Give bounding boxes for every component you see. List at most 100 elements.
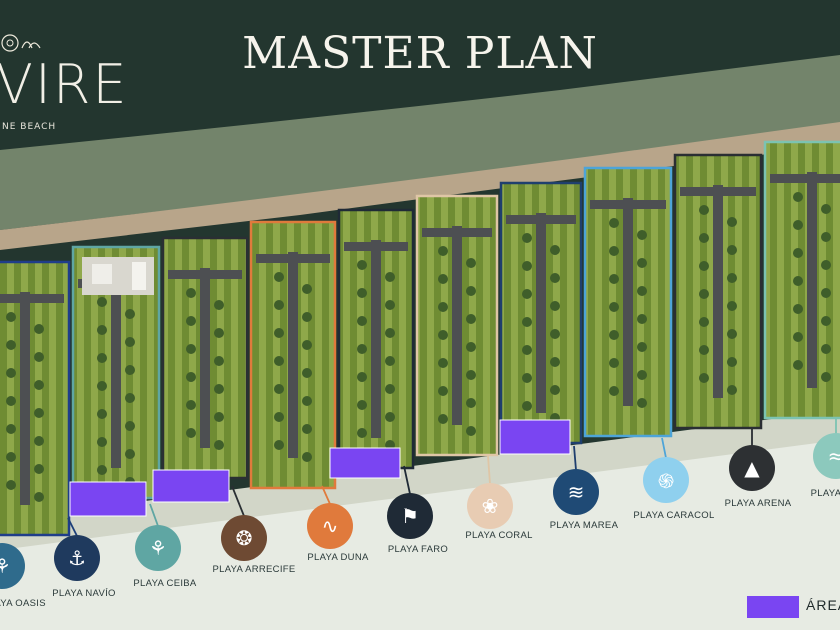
- common-area: [69, 481, 147, 517]
- coral-icon: ❂: [235, 526, 253, 550]
- pin-line: [231, 485, 245, 517]
- tree: [125, 393, 135, 403]
- pin-label-extra: PLAYA: [810, 488, 840, 499]
- tree: [821, 232, 831, 242]
- club-building: [132, 262, 146, 290]
- tree: [438, 246, 448, 256]
- road: [168, 270, 242, 279]
- plot-border: [415, 194, 499, 457]
- tree: [274, 272, 284, 282]
- tree: [6, 312, 16, 322]
- road: [422, 228, 492, 237]
- logo-emblem-icon: [1, 34, 41, 52]
- tree: [186, 316, 196, 326]
- land-plot: [583, 166, 673, 438]
- common-area: [329, 447, 401, 479]
- pin-ceiba[interactable]: ⚘: [135, 525, 181, 571]
- tree: [6, 340, 16, 350]
- tree: [274, 384, 284, 394]
- tree: [699, 317, 709, 327]
- pin-label-faro: PLAYA FARO: [387, 544, 449, 555]
- tree: [637, 370, 647, 380]
- tree: [385, 272, 395, 282]
- common-area: [152, 469, 230, 503]
- tree: [438, 414, 448, 424]
- tree: [522, 289, 532, 299]
- page-title: MASTER PLAN: [242, 28, 598, 79]
- tree: [466, 342, 476, 352]
- pin-label-caracol: PLAYA CARACOL: [633, 510, 715, 521]
- pin-navio[interactable]: ⚓: [54, 535, 100, 581]
- shallow-water: [0, 55, 840, 230]
- tree: [125, 421, 135, 431]
- pin-faro[interactable]: ⚑: [387, 493, 433, 539]
- plot-border: [673, 153, 763, 430]
- legend-swatch-common-area: [747, 596, 799, 618]
- tree: [609, 246, 619, 256]
- tree: [97, 437, 107, 447]
- seaweed-icon: ❀: [481, 494, 499, 518]
- tree: [438, 386, 448, 396]
- land-plot: [337, 208, 415, 470]
- tree: [6, 452, 16, 462]
- tree: [385, 384, 395, 394]
- tree: [522, 233, 532, 243]
- road: [288, 252, 298, 458]
- tree: [385, 328, 395, 338]
- tree: [727, 245, 737, 255]
- tree: [793, 276, 803, 286]
- anchor-icon: ⚓: [68, 546, 86, 570]
- tree: [186, 428, 196, 438]
- pin-caracol[interactable]: ֍: [643, 457, 689, 503]
- tree: [550, 357, 560, 367]
- tree: [302, 312, 312, 322]
- lighthouse-icon: ⚑: [401, 504, 419, 528]
- pin-marea[interactable]: ≋: [553, 469, 599, 515]
- pin-line: [403, 465, 411, 495]
- pin-line: [321, 485, 331, 505]
- tree: [793, 220, 803, 230]
- tree: [821, 260, 831, 270]
- pin-duna[interactable]: ∿: [307, 503, 353, 549]
- tree: [302, 368, 312, 378]
- pin-coral[interactable]: ❀: [467, 483, 513, 529]
- tree: [466, 258, 476, 268]
- plot-border: [249, 220, 337, 490]
- road: [344, 242, 408, 251]
- logo-subtitle: NE BEACH: [2, 122, 57, 132]
- tree: [550, 301, 560, 311]
- pin-label-arena: PLAYA ARENA: [724, 498, 792, 509]
- tree: [637, 286, 647, 296]
- tree: [699, 261, 709, 271]
- pin-arrecife[interactable]: ❂: [221, 515, 267, 561]
- tree: [385, 300, 395, 310]
- tree: [522, 401, 532, 411]
- tree: [637, 258, 647, 268]
- tree: [438, 274, 448, 284]
- pin-line: [661, 437, 667, 459]
- road: [452, 226, 462, 425]
- road: [590, 200, 666, 209]
- road: [680, 187, 756, 196]
- tree: [6, 424, 16, 434]
- land-plot: [0, 260, 71, 537]
- tree: [699, 373, 709, 383]
- plot-border: [0, 260, 71, 537]
- tree-icon: ⚘: [149, 536, 167, 560]
- tree: [186, 344, 196, 354]
- tree: [438, 358, 448, 368]
- pin-arena[interactable]: ▲: [729, 445, 775, 491]
- tree: [214, 384, 224, 394]
- tree: [34, 436, 44, 446]
- tree: [6, 368, 16, 378]
- road: [536, 213, 546, 413]
- wave-icon: ≋: [567, 480, 585, 504]
- tree: [385, 356, 395, 366]
- tree: [609, 302, 619, 312]
- land-plot: [763, 140, 840, 420]
- tree: [609, 274, 619, 284]
- tree: [125, 365, 135, 375]
- shoreline-sand: [0, 122, 840, 250]
- tree: [522, 317, 532, 327]
